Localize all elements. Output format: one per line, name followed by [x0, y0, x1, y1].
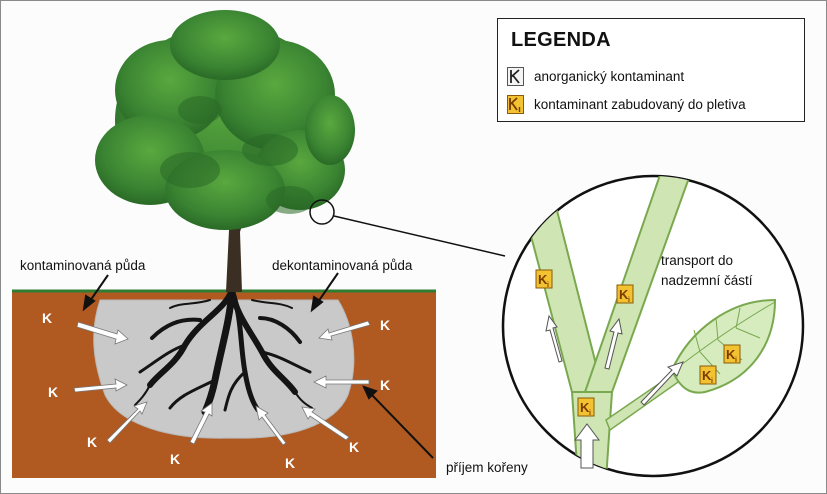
legend-label-incorporated: kontaminant zabudovaný do pletiva — [534, 96, 746, 112]
svg-text:i: i — [589, 410, 591, 417]
contaminant-k: K — [380, 317, 390, 333]
tree-shadow — [160, 96, 314, 214]
soil-contaminants: K K K K K K K K — [42, 310, 390, 471]
svg-text:i: i — [547, 282, 549, 289]
label-transport-line2: nadzemní částí — [661, 273, 753, 288]
ki-badge: K i — [616, 284, 634, 304]
contaminant-k: K — [380, 377, 390, 393]
contaminant-k: K — [87, 434, 97, 450]
contaminant-k: K — [285, 455, 295, 471]
svg-text:i: i — [628, 297, 630, 304]
magnify-source-circle — [309, 199, 335, 225]
roots — [134, 286, 313, 416]
svg-text:K: K — [726, 347, 736, 362]
label-contaminated-soil: kontaminovaná půda — [20, 258, 146, 273]
label-root-uptake: příjem kořeny — [446, 460, 528, 475]
label-decontaminated-soil: dekontaminovaná půda — [272, 258, 413, 273]
legend-item-inorganic: anorganický kontaminant — [507, 65, 684, 87]
svg-text:i: i — [735, 357, 737, 364]
contaminant-k-icon — [507, 66, 524, 86]
contaminant-k: K — [48, 384, 58, 400]
svg-text:i: i — [711, 378, 713, 385]
ki-badge: K i — [577, 397, 595, 417]
contaminant-k: K — [349, 439, 359, 455]
legend-label-inorganic: anorganický kontaminant — [534, 68, 685, 84]
legend-title: LEGENDA — [511, 29, 611, 51]
svg-text:K: K — [538, 272, 548, 287]
legend-box: LEGENDA anorganický kontaminant kontamin… — [497, 18, 805, 122]
svg-text:K: K — [702, 368, 712, 383]
label-transport-line1: transport do — [661, 253, 734, 268]
ki-badge: K i — [535, 269, 553, 289]
svg-text:K: K — [619, 287, 629, 302]
tree-crown — [95, 10, 355, 230]
legend-item-incorporated: kontaminant zabudovaný do pletiva — [507, 93, 746, 115]
contaminant-ki-icon — [507, 94, 524, 114]
soil-arrows — [73, 320, 371, 446]
svg-text:K: K — [580, 400, 590, 415]
contaminant-k: K — [170, 451, 180, 467]
label-pointers — [82, 272, 434, 459]
ki-badge: K i — [723, 344, 741, 364]
contaminant-k: K — [42, 310, 52, 326]
ki-badge: K i — [699, 365, 717, 385]
magnify-connector — [333, 215, 506, 257]
transport-arrows — [545, 314, 684, 469]
